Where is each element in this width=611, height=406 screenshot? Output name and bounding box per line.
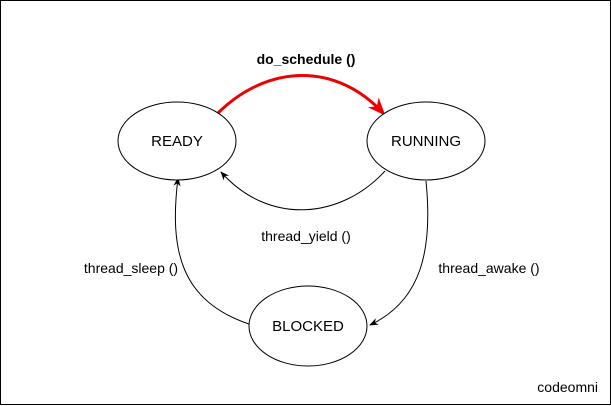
state-blocked-label: BLOCKED [272,318,344,335]
edge-label-thread-sleep: thread_sleep () [84,260,178,276]
edge-do-schedule[interactable] [216,74,386,116]
edge-label-do-schedule: do_schedule () [257,51,356,67]
brand-label: codeomni [537,379,598,395]
edge-label-thread-yield: thread_yield () [261,228,351,244]
edge-label-thread-awake: thread_awake () [438,260,539,276]
edge-thread-yield[interactable] [220,170,386,211]
edge-thread-sleep[interactable] [173,177,250,325]
state-ready-label: READY [151,133,203,150]
edge-thread-awake[interactable] [369,180,429,326]
state-running[interactable]: RUNNING [366,101,486,181]
state-blocked[interactable]: BLOCKED [248,285,368,367]
state-ready[interactable]: READY [117,101,237,181]
state-running-label: RUNNING [391,133,461,150]
